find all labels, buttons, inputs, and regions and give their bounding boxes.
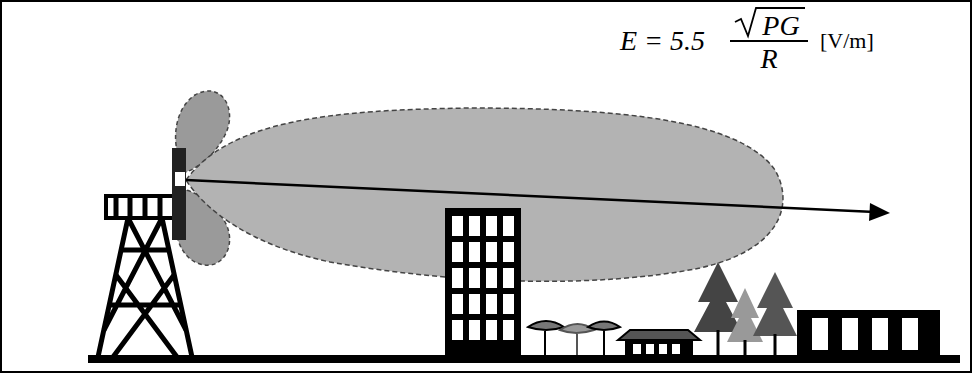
formula-unit: [V/m] xyxy=(820,30,874,52)
formula-left: E = 5.5 xyxy=(620,27,705,55)
fraction-bar xyxy=(730,40,808,42)
arrow-head xyxy=(869,203,890,221)
antenna-panel xyxy=(172,148,186,240)
tall-trees xyxy=(694,262,797,357)
ground xyxy=(88,355,960,363)
formula-denominator: R xyxy=(760,45,777,73)
direction-arrow xyxy=(186,180,875,212)
small-trees xyxy=(528,321,620,357)
antenna-gap xyxy=(175,172,185,186)
building-windows xyxy=(450,214,518,344)
tall-building xyxy=(445,208,521,358)
low-building xyxy=(797,310,940,358)
house xyxy=(618,330,700,358)
formula-numerator: PG xyxy=(762,12,799,40)
